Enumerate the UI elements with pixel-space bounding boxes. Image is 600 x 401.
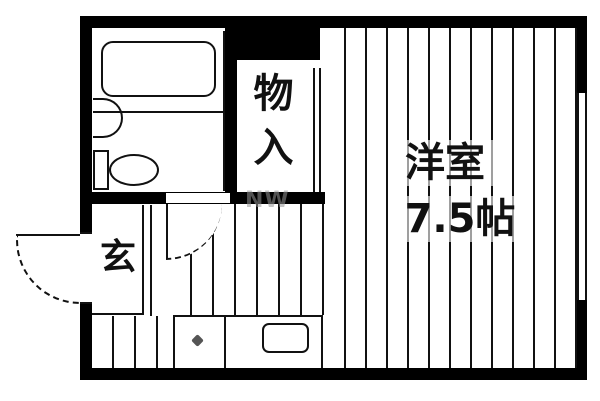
- storage-label-bottom: 入: [253, 125, 294, 171]
- right-window: [577, 93, 587, 300]
- toilet-bowl: [109, 154, 159, 186]
- entrance-step: [150, 205, 152, 368]
- entrance: [92, 205, 144, 315]
- storage-top-wall: [225, 28, 320, 60]
- entry-door-gap: [80, 232, 92, 304]
- bath-divider: [93, 111, 225, 113]
- entry-door-swing: [16, 234, 80, 304]
- bath-door-opening: [166, 193, 230, 203]
- entry-floor: [92, 316, 172, 368]
- counter-divider: [224, 315, 226, 368]
- western-room-name: 洋室: [390, 140, 500, 186]
- entrance-label: 玄: [99, 237, 136, 278]
- sink: [93, 98, 123, 138]
- storage-label-top: 物: [253, 71, 294, 117]
- western-room-size: 7.5帖: [390, 196, 530, 242]
- watermark: NW: [245, 188, 290, 213]
- kitchen-sink: [262, 323, 309, 353]
- right-wall-upper: [577, 28, 587, 93]
- storage-sliding-door: [313, 68, 321, 192]
- bathtub: [101, 41, 216, 97]
- storage-closet: [237, 60, 310, 192]
- storage-left-wall: [225, 28, 237, 193]
- toilet-tank: [93, 150, 109, 190]
